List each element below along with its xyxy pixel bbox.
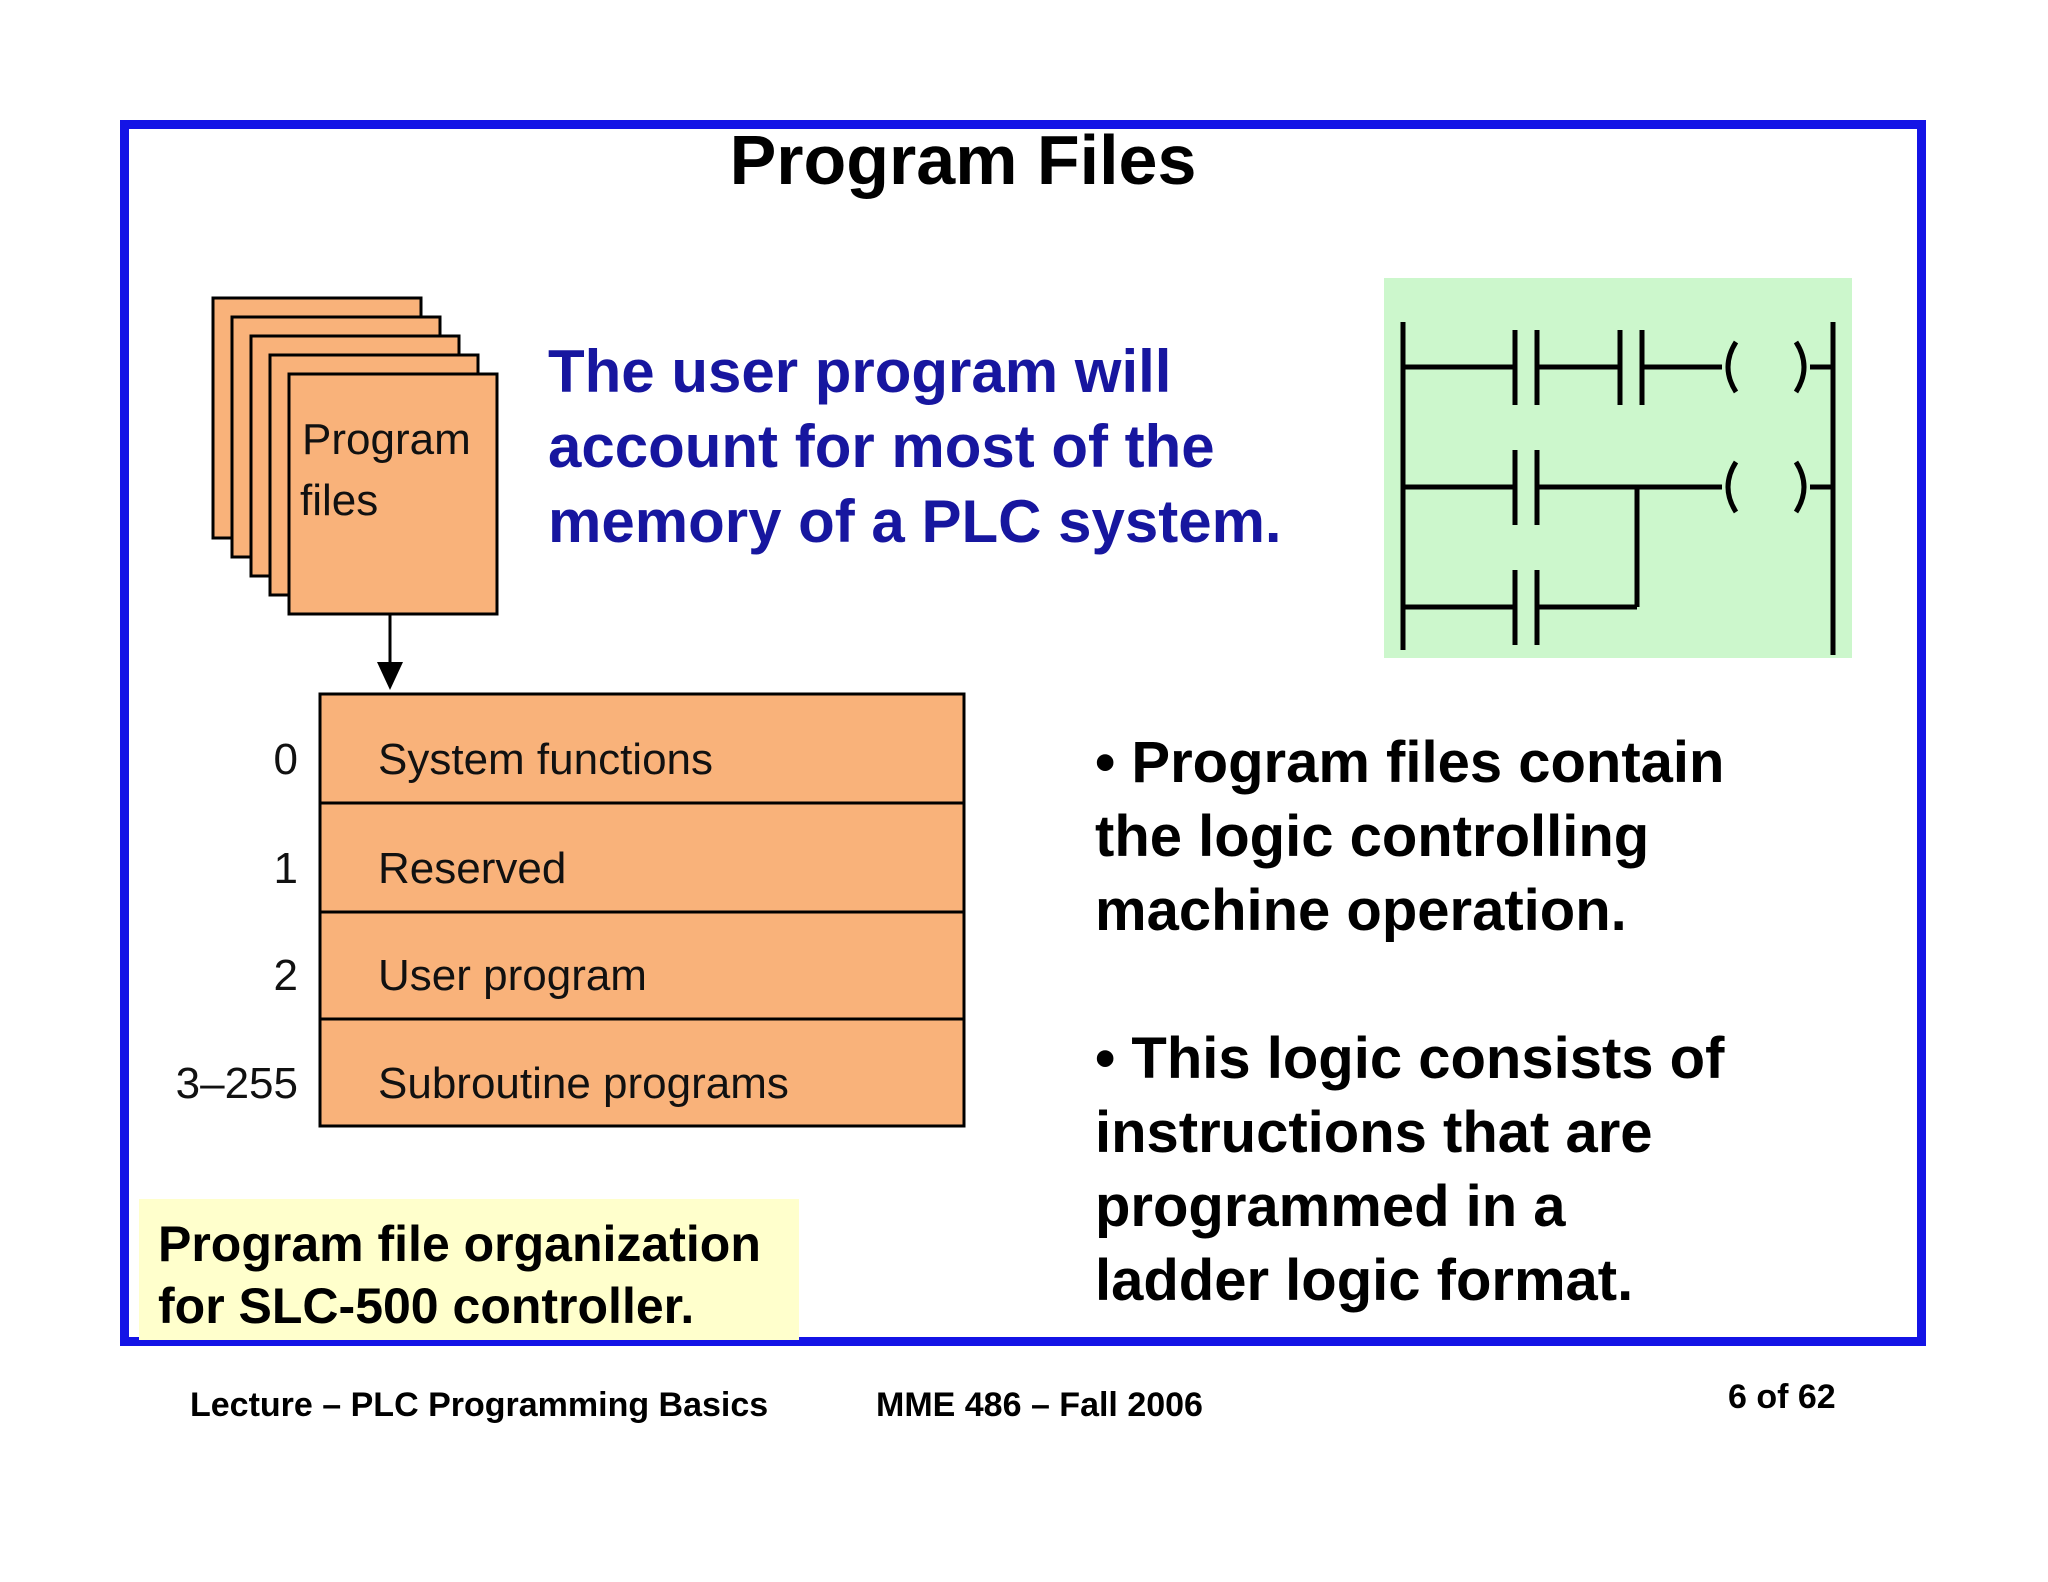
footer-course: MME 486 – Fall 2006: [876, 1386, 1203, 1424]
bullet-2-line-3: programmed in a: [1095, 1174, 1566, 1239]
intro-line-2: account for most of the: [548, 413, 1215, 480]
intro-line-3: memory of a PLC system.: [548, 488, 1282, 555]
intro-line-1: The user program will: [548, 338, 1172, 405]
memory-index-1: 1: [274, 844, 298, 893]
ladder-logic-diagram: [1384, 278, 1852, 658]
bullet-list: • Program files contain the logic contro…: [1095, 726, 1815, 1392]
caption-line-2: for SLC-500 controller.: [158, 1278, 695, 1334]
bullet-1-line-2: the logic controlling: [1095, 804, 1650, 869]
footer-page-number: 6 of 62: [1728, 1378, 1836, 1416]
bullet-item-1: • Program files contain the logic contro…: [1095, 726, 1815, 948]
bullet-2-line-2: instructions that are: [1095, 1100, 1653, 1165]
memory-index-2: 2: [274, 951, 298, 1000]
memory-label-user-program: User program: [378, 951, 647, 1000]
down-arrow: [377, 614, 403, 690]
slide-title: Program Files: [729, 121, 1197, 199]
memory-map-table: [318, 692, 966, 1128]
caption-line-1: Program file organization: [158, 1216, 761, 1272]
memory-label-reserved: Reserved: [378, 844, 566, 893]
bullet-2-line-4: ladder logic format.: [1095, 1248, 1634, 1313]
memory-index-3-255: 3–255: [176, 1059, 298, 1108]
footer-lecture: Lecture – PLC Programming Basics: [190, 1386, 769, 1424]
caption-box: Program file organization for SLC-500 co…: [139, 1199, 799, 1340]
bullet-item-2: • This logic consists of instructions th…: [1095, 1022, 1815, 1318]
intro-text: The user program will account for most o…: [548, 334, 1348, 559]
bullet-1-line-3: machine operation.: [1095, 878, 1627, 943]
memory-index-0: 0: [274, 735, 298, 784]
memory-label-system-functions: System functions: [378, 735, 713, 784]
bullet-1-line-1: • Program files contain: [1095, 730, 1725, 795]
bullet-2-line-1: • This logic consists of: [1095, 1026, 1725, 1091]
program-files-label-2: files: [300, 476, 378, 525]
program-files-label-1: Program: [302, 415, 471, 464]
memory-label-subroutine-programs: Subroutine programs: [378, 1059, 789, 1108]
program-files-stack: [211, 296, 499, 616]
